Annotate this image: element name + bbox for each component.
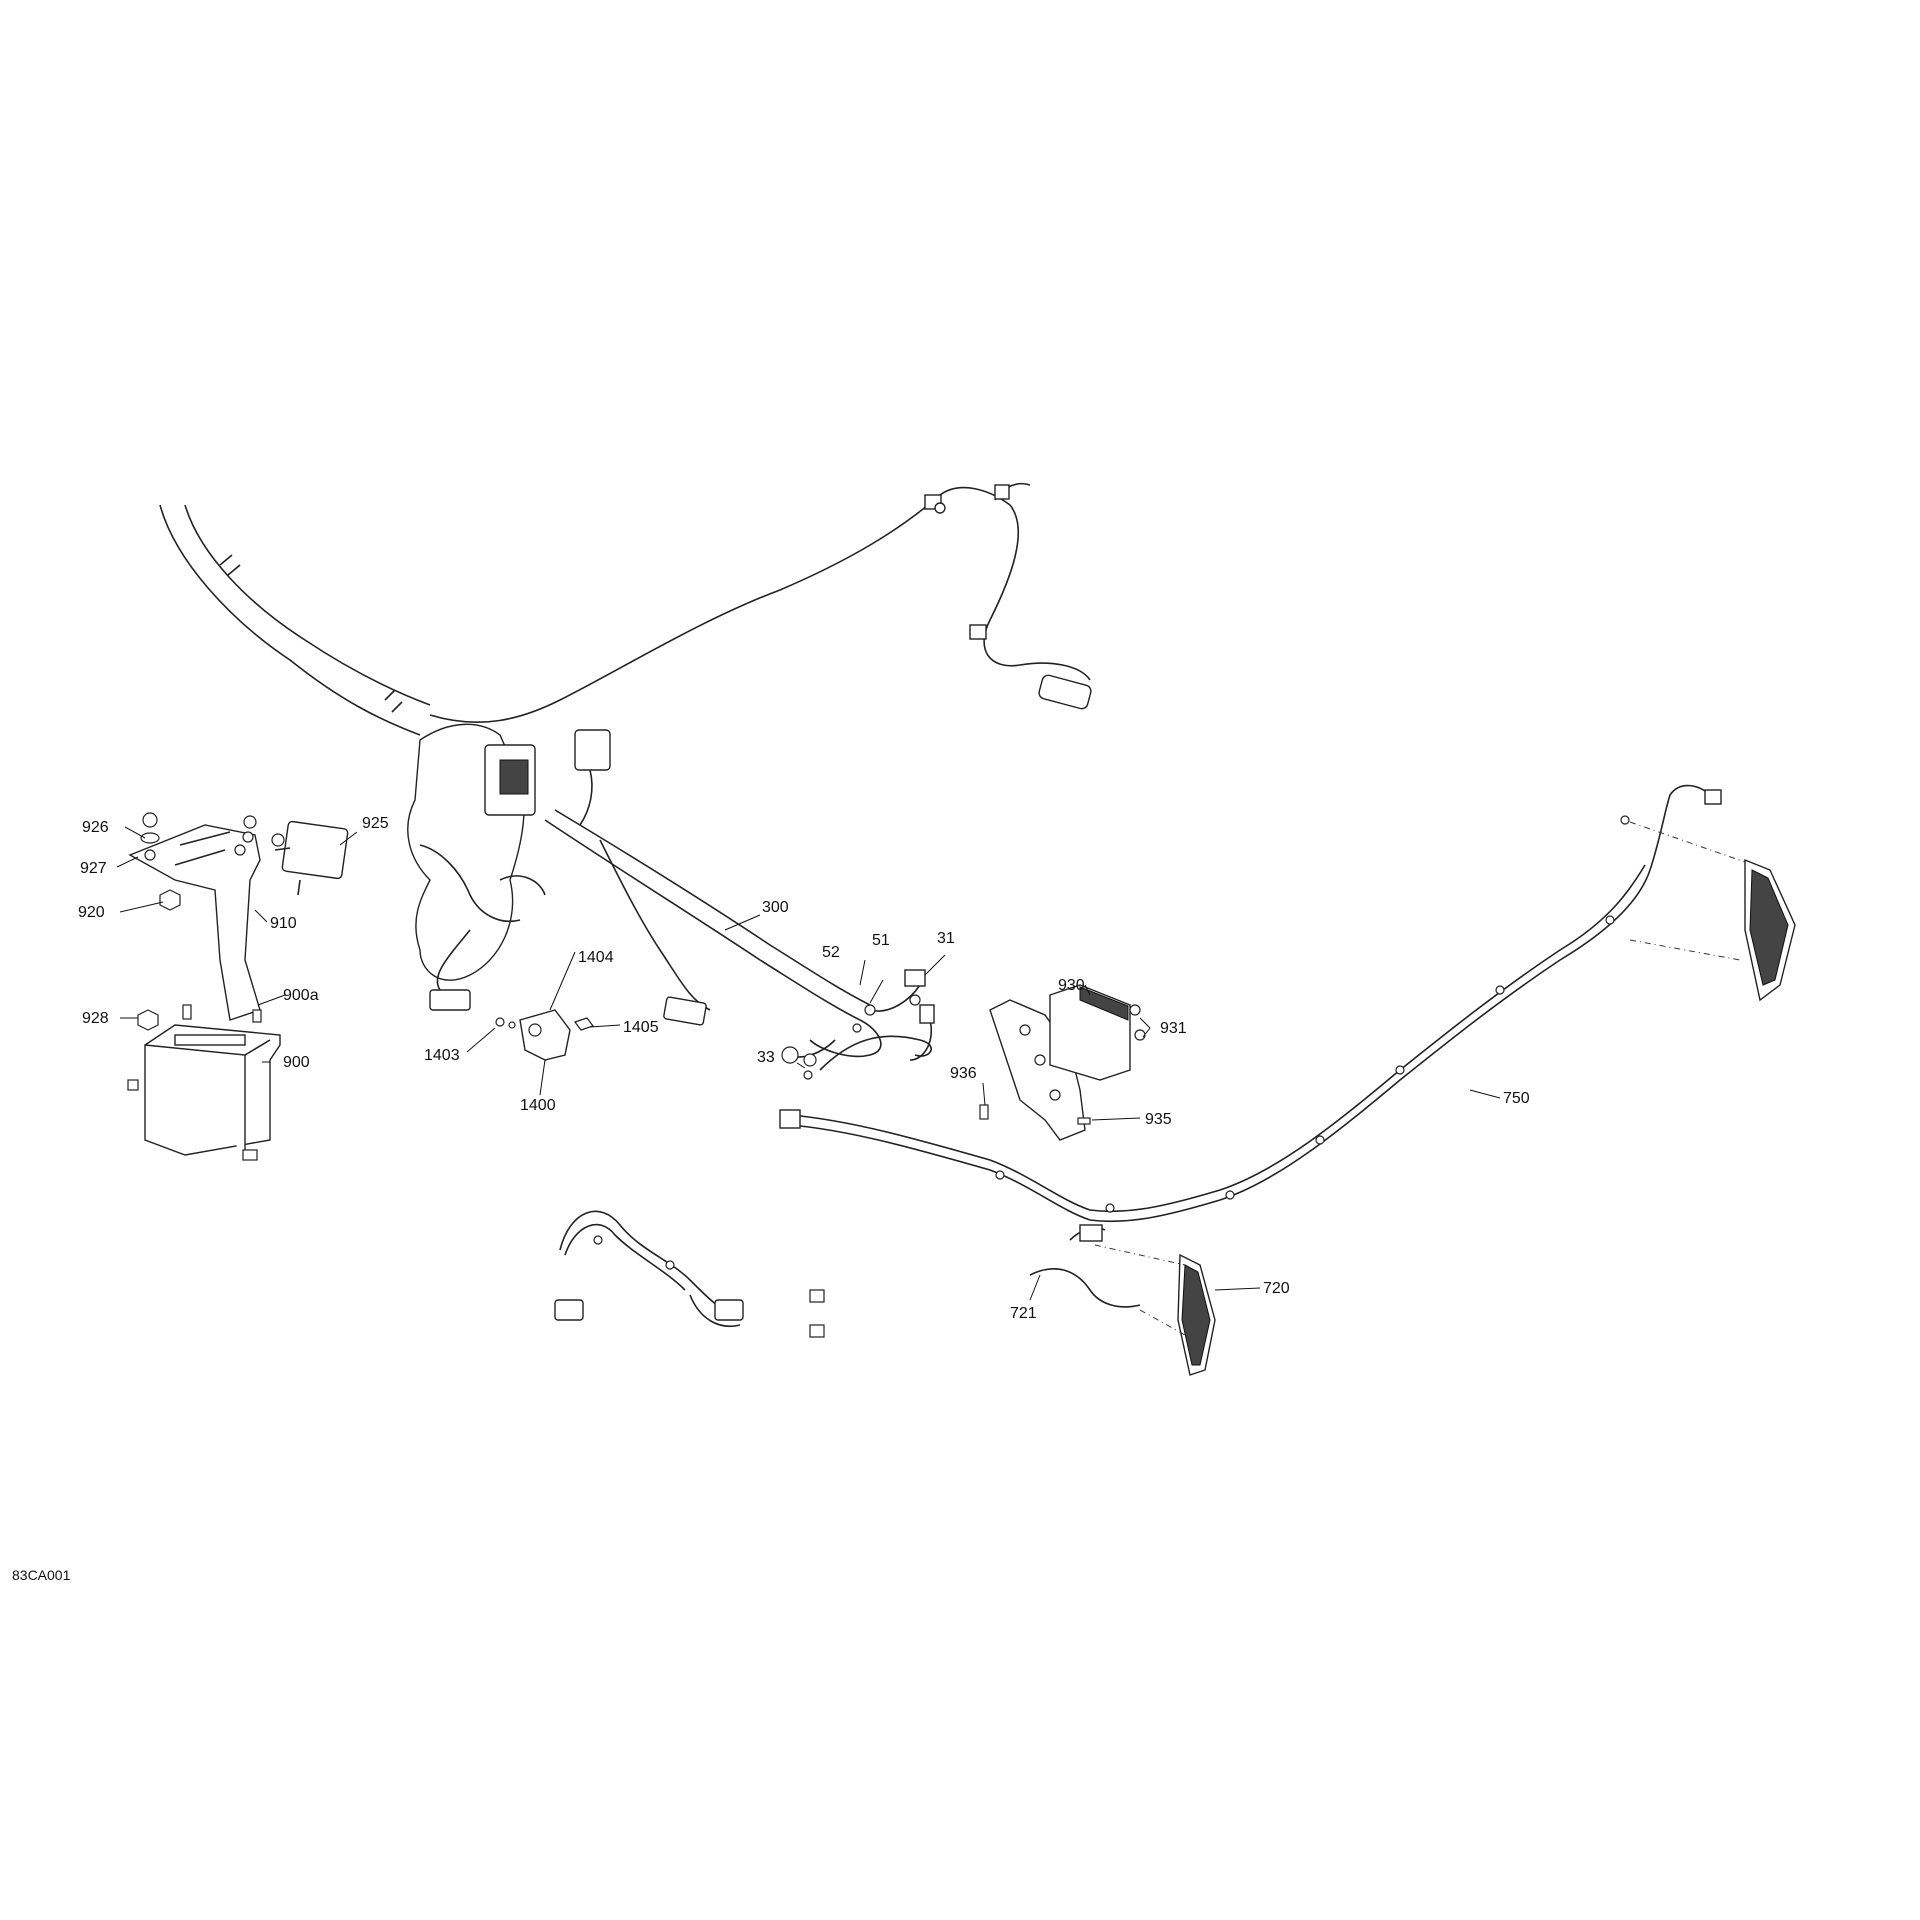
callout-1404: 1404 <box>578 949 614 966</box>
relay-925 <box>271 820 349 896</box>
harness-300 <box>544 809 926 1064</box>
lower-harness <box>554 1210 825 1338</box>
callout-51: 51 <box>872 932 890 949</box>
callout-720: 720 <box>1263 1280 1290 1297</box>
callout-900a: 900a <box>283 987 319 1004</box>
callout-936: 936 <box>950 1065 977 1082</box>
sensor-1400 <box>495 1009 594 1061</box>
callout-928: 928 <box>82 1010 109 1027</box>
hardware <box>137 812 262 1031</box>
module-bracket <box>979 984 1146 1141</box>
leader-lines <box>116 826 1501 1301</box>
diagram-reference-code: 83CA001 <box>12 1567 71 1583</box>
callout-925: 925 <box>362 815 389 832</box>
callout-930: 930 <box>1058 977 1085 994</box>
harness-750 <box>779 784 1722 1223</box>
callout-721: 721 <box>1010 1305 1037 1322</box>
callout-926: 926 <box>82 819 109 836</box>
callout-910: 910 <box>270 915 297 932</box>
front-light-720 <box>1029 1224 1216 1376</box>
callout-927: 927 <box>80 860 107 877</box>
callout-52: 52 <box>822 944 840 961</box>
callout-920: 920 <box>78 904 105 921</box>
callout-931: 931 <box>1160 1020 1187 1037</box>
callout-33: 33 <box>757 1049 775 1066</box>
callout-1400: 1400 <box>520 1097 556 1114</box>
battery-900 <box>127 1024 281 1161</box>
callout-300: 300 <box>762 899 789 916</box>
rear-light-upper <box>1620 815 1796 1002</box>
callouts: 926 927 920 928 925 910 900a 900 300 52 … <box>78 815 1530 1322</box>
callout-935: 935 <box>1145 1111 1172 1128</box>
callout-1405: 1405 <box>623 1019 659 1036</box>
callout-750: 750 <box>1503 1090 1530 1107</box>
battery-bracket-910 <box>128 824 261 1021</box>
callout-900: 900 <box>283 1054 310 1071</box>
main-harness-trunk <box>159 482 1092 1011</box>
callout-31: 31 <box>937 930 955 947</box>
callout-1403: 1403 <box>424 1047 460 1064</box>
ground-cable <box>803 994 935 1080</box>
